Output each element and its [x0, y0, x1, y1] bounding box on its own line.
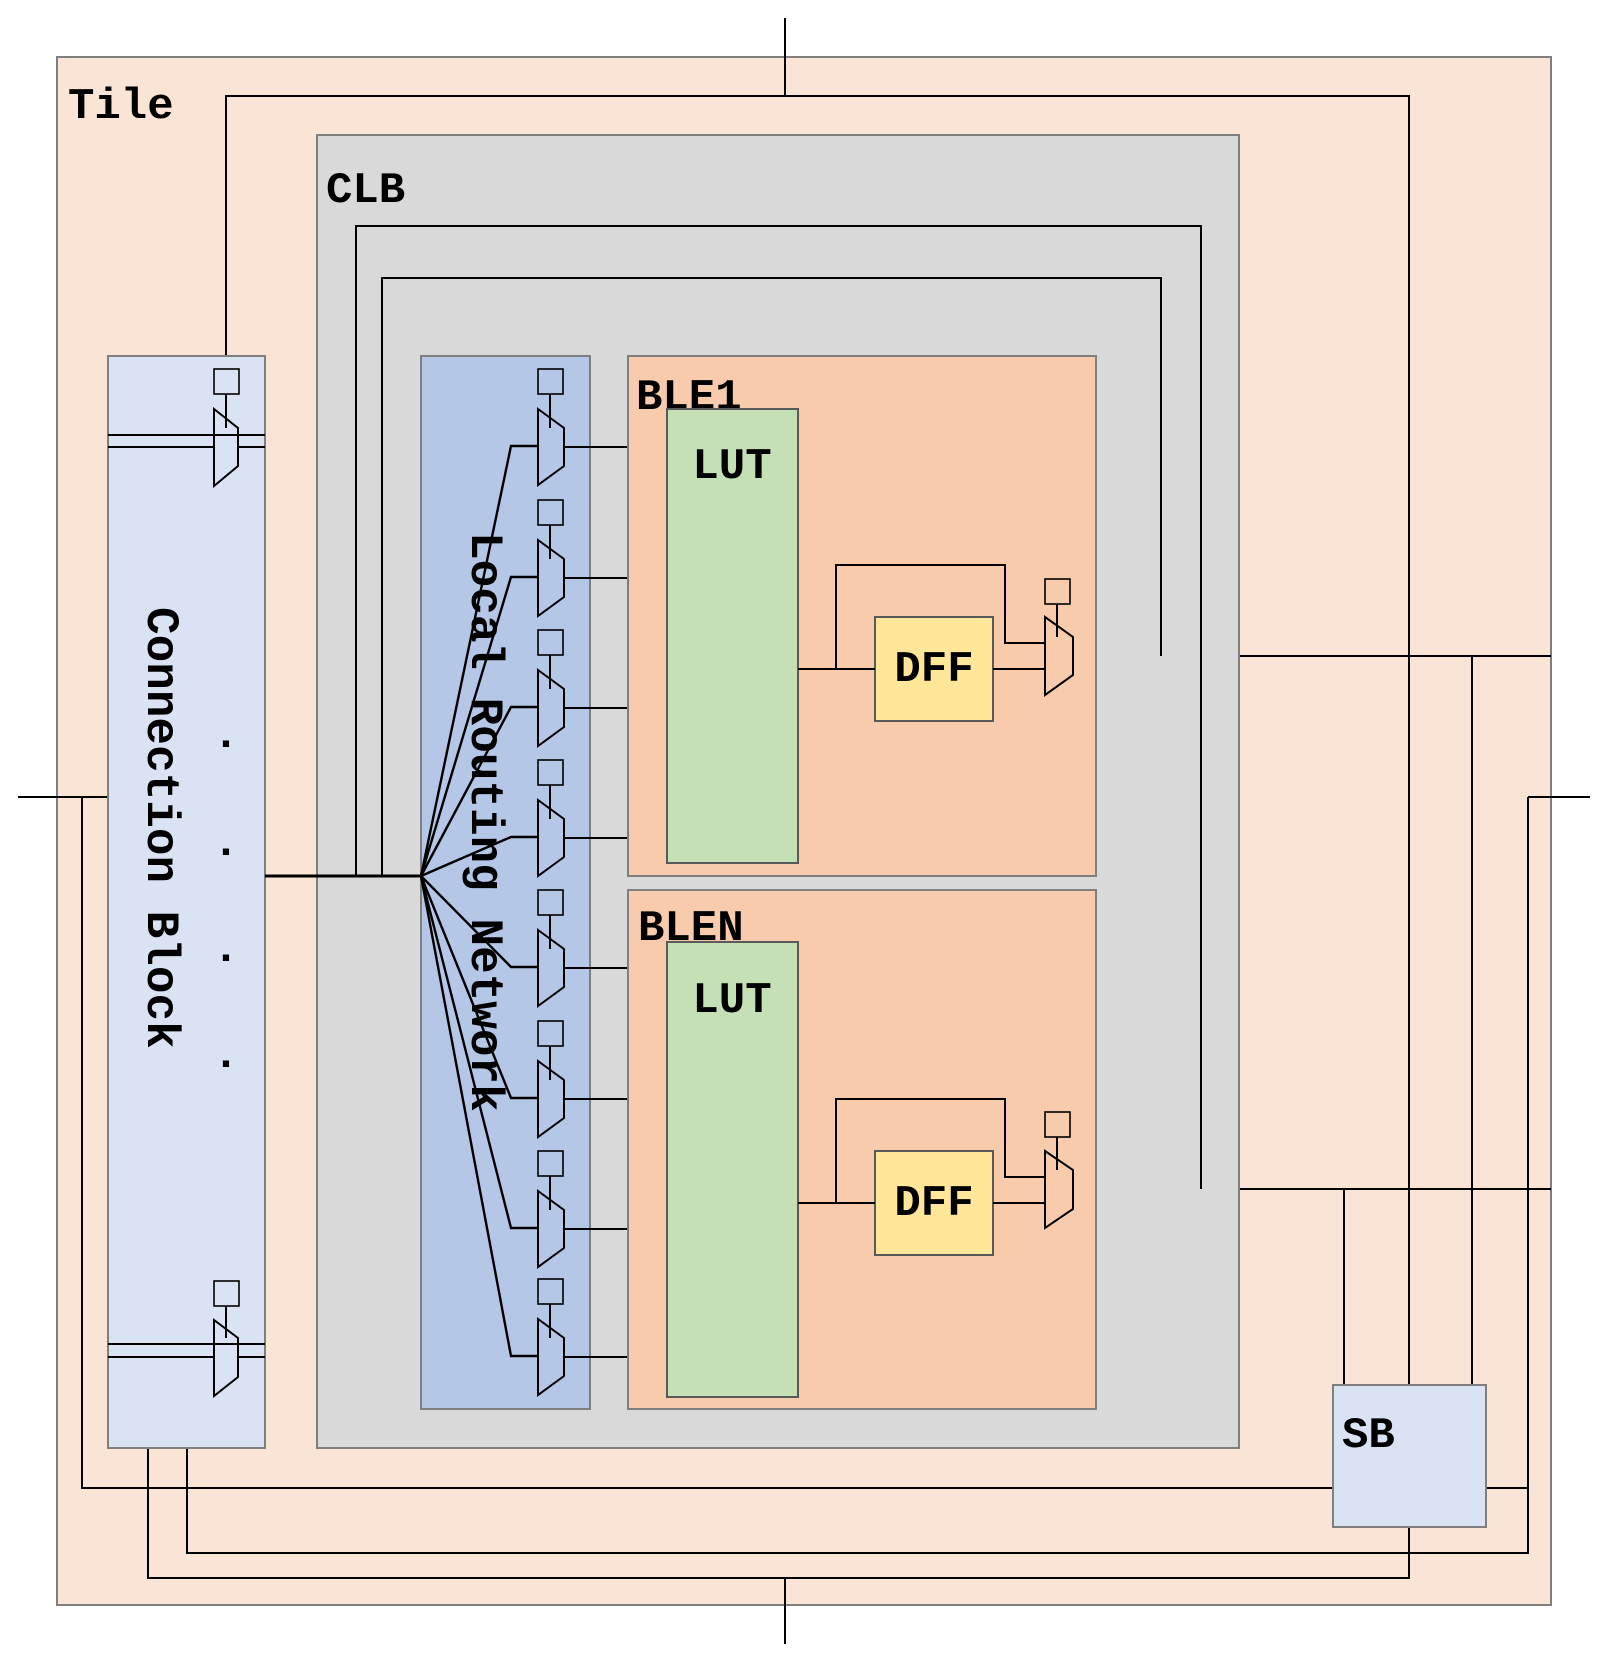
ble-n-dff-label: DFF: [894, 1179, 973, 1229]
local-routing-network: [420, 355, 591, 1410]
lrn-fan-wire: [419, 575, 538, 877]
lrn-mux-body: [537, 1189, 565, 1269]
clb-feedback-wires: [355, 225, 1202, 1189]
lrn-fan-wire: [419, 875, 538, 1100]
ble-1: BLE1 LUT DFF: [627, 355, 1097, 877]
connection-block-dots: · · · ·: [213, 720, 239, 1090]
tile-label: Tile: [68, 82, 174, 132]
connection-block-muxes: [108, 368, 265, 1399]
ble-n-lut: [666, 941, 799, 1398]
ble-1-dff-label: DFF: [894, 645, 973, 695]
cb-mux-bottom: [213, 1280, 240, 1399]
ble-n-wires: [798, 1098, 1045, 1204]
cb-dot-4: ·: [213, 1040, 239, 1090]
local-routing-label: Local Routing Network: [458, 532, 510, 1112]
lrn-fan-wire: [419, 444, 538, 877]
ble-1-lut: [666, 408, 799, 864]
lrn-fan-wire: [419, 875, 538, 1358]
ble-1-output-mux: [1044, 578, 1074, 697]
lrn-fanout-wires: [419, 444, 538, 1358]
ble-n-output-mux: [1044, 1111, 1074, 1230]
lrn-fan-wire: [420, 835, 538, 878]
ble-1-wires: [798, 564, 1045, 670]
cb-dot-3: ·: [213, 934, 239, 984]
clb-label: CLB: [326, 166, 405, 216]
switch-block: [1332, 1384, 1487, 1528]
connection-block-label: Connection Block: [134, 607, 186, 1049]
cb-dot-1: ·: [213, 720, 239, 770]
external-wires: [18, 18, 1590, 1644]
lrn-mux-body: [537, 798, 565, 878]
lrn-mux-body: [537, 668, 565, 748]
ble-1-lut-label: LUT: [692, 442, 771, 492]
cb-mux-top: [213, 368, 240, 489]
lrn-fan-wire: [419, 875, 538, 1230]
lrn-mux-body: [537, 928, 565, 1008]
connection-block: [107, 355, 266, 1449]
ble-n: BLEN LUT DFF: [627, 889, 1097, 1410]
cb-dot-2: ·: [213, 828, 239, 878]
lrn-mux-body: [537, 407, 565, 487]
ble-n-lut-label: LUT: [692, 976, 771, 1026]
ble-1-dff: [874, 616, 994, 722]
lrn-mux-body: [537, 1317, 565, 1397]
lrn-mux-body: [537, 1059, 565, 1139]
switch-block-label: SB: [1342, 1411, 1395, 1461]
lrn-mux-body: [537, 538, 565, 618]
lrn-fan-wire: [419, 705, 538, 877]
lrn-fan-wire: [420, 875, 538, 969]
